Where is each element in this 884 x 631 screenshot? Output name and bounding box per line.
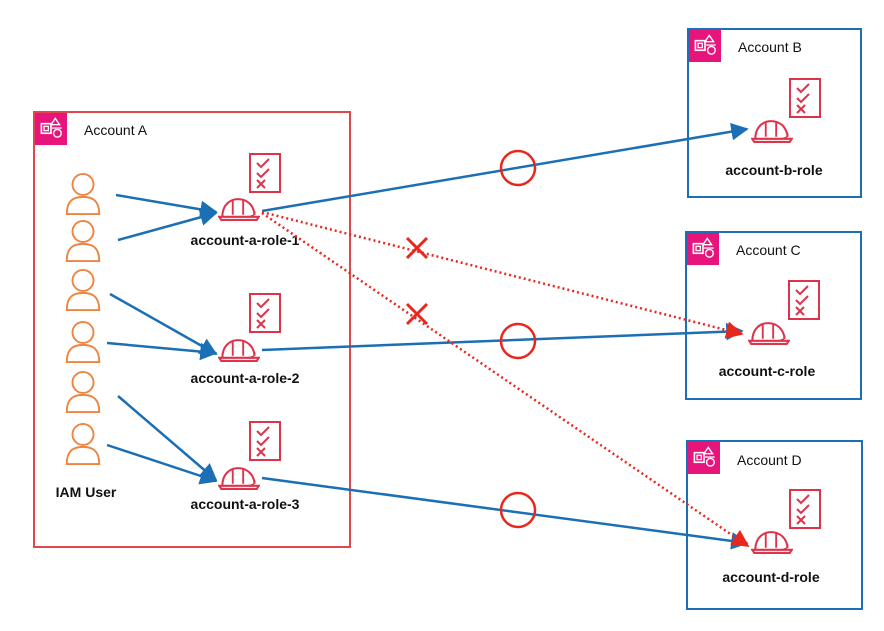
- arrow-role-3-to-account-d: [261, 476, 749, 550]
- role-label: account-b-role: [725, 162, 822, 178]
- iam-role-helmet-icon: [218, 198, 260, 221]
- role-account-a-role-2: account-a-role-2: [191, 339, 300, 386]
- allowed-marks: [499, 149, 537, 529]
- account-group-icon: [687, 233, 719, 265]
- iam-user-icon: [65, 219, 101, 263]
- cross-denied-mark: [405, 236, 429, 260]
- iam-role-helmet-icon: [218, 467, 260, 490]
- iam-role-helmet-icon: [751, 531, 793, 554]
- circle-allowed-mark: [499, 149, 537, 187]
- account-group-icon: [688, 442, 720, 474]
- iam-role-helmet-icon: [218, 339, 260, 362]
- account-d-box: Account D: [686, 440, 863, 610]
- iam-user-icon: [65, 268, 101, 312]
- denied-marks: [405, 236, 429, 326]
- iam-user-icon: [65, 370, 101, 414]
- iam-role-helmet-icon: [751, 120, 793, 143]
- role-account-a-role-1: account-a-role-1: [191, 198, 300, 248]
- account-c-label: Account C: [736, 242, 801, 258]
- cross-account-allowed-arrows: [261, 122, 749, 550]
- account-a-label: Account A: [84, 122, 148, 138]
- role-account-c-role: account-c-role: [719, 322, 816, 379]
- account-b-label: Account B: [738, 39, 802, 55]
- iam-user-icon: [65, 320, 101, 364]
- account-d-label: Account D: [737, 452, 802, 468]
- cross-denied-mark: [405, 302, 429, 326]
- arrow-allowed: [106, 341, 218, 361]
- iam-users: IAM User: [56, 172, 117, 500]
- arrow-role-1-to-account-d-denied: [261, 211, 750, 548]
- role-account-b-role: account-b-role: [725, 120, 823, 178]
- iam-role-helmet-icon: [748, 322, 790, 345]
- role-account-d-role: account-d-role: [722, 531, 820, 585]
- iam-user-label: IAM User: [56, 484, 117, 500]
- role-label: account-a-role-3: [191, 496, 300, 512]
- arrow-role-1-to-account-c-denied: [261, 210, 744, 339]
- user-to-role-arrows: [106, 193, 218, 485]
- arrow-allowed: [109, 292, 218, 356]
- circle-allowed-mark: [499, 322, 537, 360]
- arrow-role-1-to-account-b: [261, 122, 749, 213]
- cross-account-denied-arrows: [261, 210, 750, 548]
- policy-checklist-icon: [249, 421, 281, 461]
- arrow-allowed: [117, 395, 218, 482]
- policy-checklist-icon: [249, 153, 281, 193]
- policy-checklist-icon: [249, 293, 281, 333]
- role-label: account-d-role: [722, 569, 819, 585]
- account-c-box: Account C: [685, 231, 862, 400]
- arrow-allowed: [117, 208, 218, 242]
- account-group-icon: [689, 30, 721, 62]
- account-b-box: Account B: [687, 28, 862, 198]
- account-group-icon: [35, 113, 67, 145]
- iam-user-icon: [65, 422, 101, 466]
- role-account-a-role-3: account-a-role-3: [191, 467, 300, 512]
- policy-checklist-icon: [789, 78, 821, 118]
- role-label: account-c-role: [719, 363, 816, 379]
- policy-checklist-icon: [788, 280, 820, 320]
- iam-user-icon: [65, 172, 101, 216]
- arrow-allowed: [115, 193, 218, 218]
- account-a-box: Account A: [33, 111, 351, 548]
- arrow-allowed: [106, 443, 218, 485]
- policy-checklist-icon: [789, 489, 821, 529]
- circle-allowed-mark: [499, 491, 537, 529]
- role-label: account-a-role-1: [191, 232, 300, 248]
- role-label: account-a-role-2: [191, 370, 300, 386]
